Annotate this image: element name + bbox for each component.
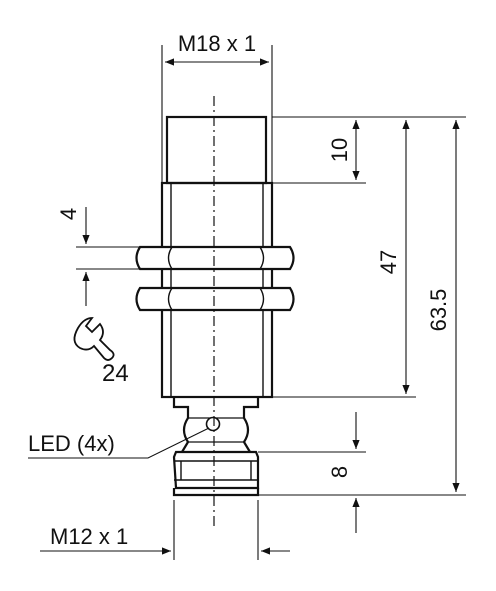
led-leader-line — [28, 427, 210, 459]
label-thread-main: M18 x 1 — [178, 31, 256, 56]
led-indicator — [205, 416, 221, 432]
label-nut-thickness: 4 — [56, 208, 81, 220]
label-wrench-size: 24 — [102, 360, 129, 387]
label-housing-top: 10 — [327, 138, 352, 162]
hex-nut-lower — [135, 286, 295, 312]
label-connector-length: 8 — [327, 466, 352, 478]
wrench-icon — [73, 317, 115, 361]
sensor-cap — [165, 115, 268, 185]
connector-m12 — [172, 450, 260, 497]
dimension-nut-thickness-lines — [76, 207, 140, 306]
label-thread-length: 47 — [376, 250, 401, 274]
dimension-thread-main — [161, 45, 273, 183]
label-total-length: 63.5 — [426, 289, 451, 332]
label-led: LED (4x) — [28, 431, 115, 456]
dimension-extension-lines-right — [258, 116, 466, 496]
label-thread-connector: M12 x 1 — [50, 524, 128, 549]
sensor-body — [135, 115, 295, 497]
hex-nut-upper — [135, 245, 295, 271]
dimension-thread-connector — [40, 500, 290, 560]
